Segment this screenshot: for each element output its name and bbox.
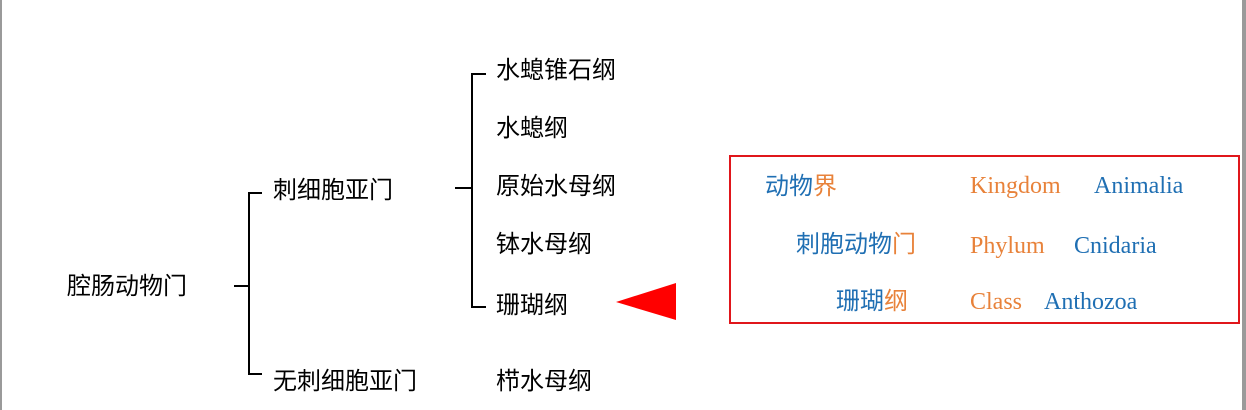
left-window-edge — [0, 0, 2, 410]
legend-zh-blue: 刺胞动物 — [796, 230, 892, 258]
legend-en-orange: Class — [970, 289, 1023, 315]
class-label: 钵水母纲 — [496, 230, 592, 258]
legend-zh-orange: 界 — [813, 172, 837, 200]
subphylum-ctenophora-label: 无刺细胞亚门 — [273, 367, 417, 395]
class-label: 水螅锥石纲 — [496, 56, 616, 84]
legend-zh-orange: 纲 — [884, 287, 908, 315]
legend-en-blue: Animalia — [1094, 173, 1184, 199]
class-label-anthozoa: 珊瑚纲 — [496, 291, 568, 319]
legend-zh-blue: 动物 — [765, 172, 813, 200]
right-window-edge — [1242, 0, 1246, 410]
root-phylum-label: 腔肠动物门 — [67, 272, 187, 300]
taxonomy-legend-box — [729, 155, 1240, 324]
legend-zh-blue: 珊瑚 — [836, 287, 884, 315]
legend-en-blue: Cnidaria — [1074, 233, 1157, 259]
subphylum-bracket — [471, 73, 486, 308]
legend-en-blue: Anthozoa — [1044, 289, 1138, 315]
pointer-arrow — [616, 283, 676, 320]
class-label: 栉水母纲 — [496, 367, 592, 395]
subphylum-cnidaria-label: 刺细胞亚门 — [273, 176, 393, 204]
class-label: 原始水母纲 — [496, 172, 616, 200]
legend-zh-orange: 门 — [892, 230, 916, 258]
legend-en-orange: Kingdom — [970, 173, 1061, 199]
class-label: 水螅纲 — [496, 114, 568, 142]
legend-en-orange: Phylum — [970, 233, 1045, 259]
root-bracket — [248, 192, 262, 375]
